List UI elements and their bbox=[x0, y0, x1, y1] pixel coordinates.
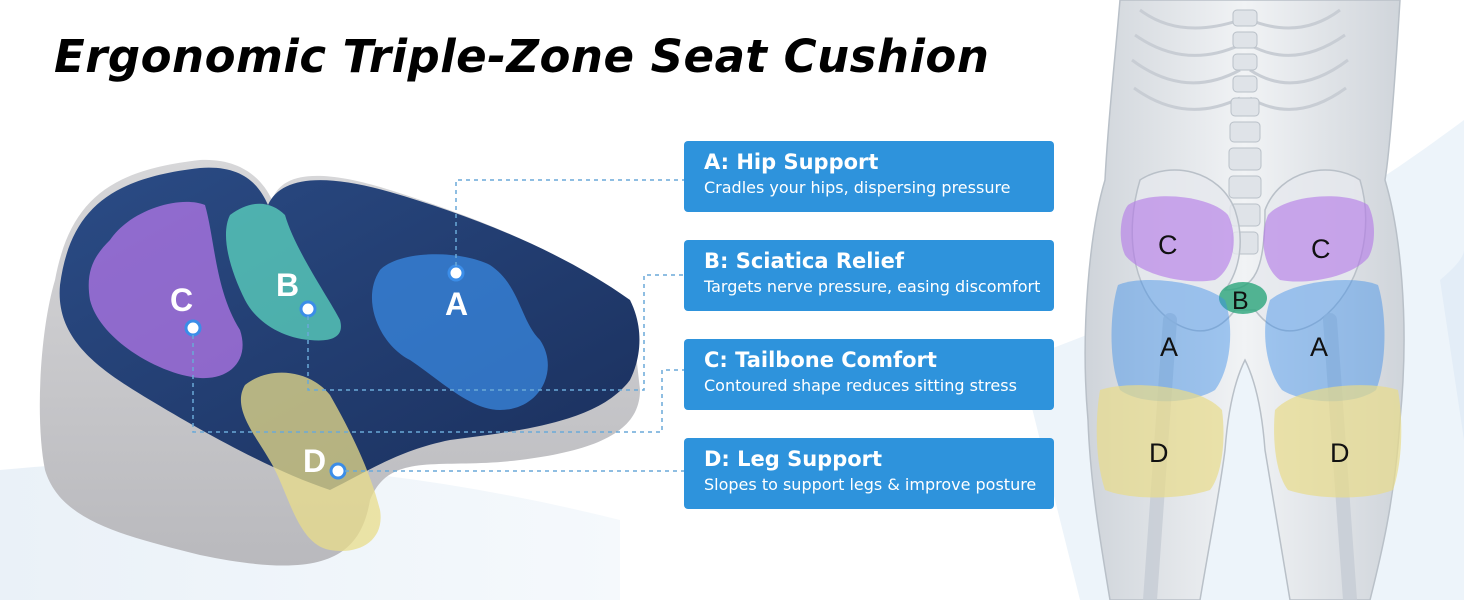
marker-d bbox=[329, 462, 347, 480]
page-title: Ergonomic Triple-Zone Seat Cushion bbox=[54, 30, 990, 83]
leader-lines bbox=[192, 179, 684, 472]
body-label-d-left: D bbox=[1149, 438, 1169, 468]
body-zone-a-right bbox=[1265, 280, 1385, 402]
zone-card-heading: A: Hip Support bbox=[704, 150, 879, 174]
body-image: C C B A A D D bbox=[1084, 0, 1405, 600]
zone-card-sciatica-relief: B: Sciatica Relief Targets nerve pressur… bbox=[684, 240, 1054, 311]
zone-card-description: Slopes to support legs & improve posture bbox=[704, 475, 1037, 494]
cushion-zone-a bbox=[371, 254, 548, 410]
cushion-label-a: A bbox=[445, 286, 468, 322]
zone-card-leg-support: D: Leg Support Slopes to support legs & … bbox=[684, 438, 1054, 509]
zone-card-heading: B: Sciatica Relief bbox=[704, 249, 905, 273]
zone-card-description: Contoured shape reduces sitting stress bbox=[704, 376, 1017, 395]
body-zone-a-left bbox=[1111, 280, 1231, 402]
body-label-c-right: C bbox=[1311, 234, 1331, 264]
cushion-label-d: D bbox=[303, 443, 326, 479]
body-zone-c-right bbox=[1263, 196, 1374, 282]
body-zone-d-left bbox=[1096, 385, 1224, 498]
cushion-label-c: C bbox=[170, 282, 193, 318]
marker-b bbox=[299, 300, 317, 318]
body-label-b: B bbox=[1232, 287, 1249, 315]
zone-card-heading: C: Tailbone Comfort bbox=[704, 348, 937, 372]
body-label-a-right: A bbox=[1310, 332, 1328, 362]
marker-a bbox=[447, 264, 465, 282]
body-zone-c-left bbox=[1120, 196, 1234, 282]
body-zone-d-right bbox=[1274, 385, 1402, 498]
zone-card-heading: D: Leg Support bbox=[704, 447, 883, 471]
marker-c bbox=[184, 319, 202, 337]
seat-cushion-image: A B C D bbox=[39, 159, 684, 566]
body-zone-b bbox=[1219, 282, 1267, 314]
cushion-label-b: B bbox=[276, 267, 299, 303]
zone-card-hip-support: A: Hip Support Cradles your hips, disper… bbox=[684, 141, 1054, 212]
body-label-a-left: A bbox=[1160, 332, 1178, 362]
body-label-d-right: D bbox=[1330, 438, 1350, 468]
cushion-zone-d bbox=[240, 372, 381, 551]
zone-card-description: Cradles your hips, dispersing pressure bbox=[704, 178, 1011, 197]
body-label-c-left: C bbox=[1158, 230, 1178, 260]
zone-card-tailbone-comfort: C: Tailbone Comfort Contoured shape redu… bbox=[684, 339, 1054, 410]
zone-card-description: Targets nerve pressure, easing discomfor… bbox=[704, 277, 1041, 296]
cushion-zone-c bbox=[88, 201, 243, 379]
